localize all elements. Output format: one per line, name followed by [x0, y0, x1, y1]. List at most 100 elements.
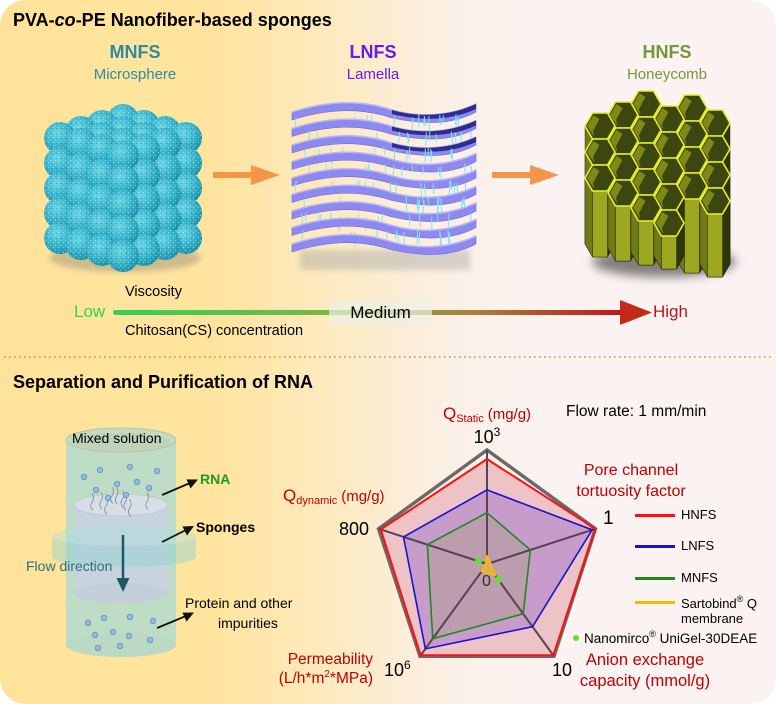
molecule: [133, 478, 141, 486]
nanofiber: [423, 117, 425, 126]
nanofiber: [430, 150, 433, 163]
nanofiber: [428, 131, 431, 139]
scale-medium-box: Medium: [329, 300, 432, 325]
legend-label: Sartobind® Q membrane: [681, 595, 757, 627]
molecule: [109, 628, 117, 636]
honeycomb-inner-wall: [587, 167, 600, 189]
legend-label-part: Q: [743, 596, 758, 611]
molecule: [126, 613, 134, 621]
axis-max-exponent: 3: [493, 425, 501, 439]
radar-chart: [376, 447, 598, 658]
honeycomb-wall: [707, 213, 723, 278]
title-italic-part: co: [54, 10, 76, 30]
nanofiber: [450, 131, 453, 142]
structure-name: Microsphere: [93, 66, 177, 83]
label-rna: RNA: [200, 471, 231, 487]
legend-label: MNFS: [681, 570, 718, 585]
radar-axis-spoke: [419, 563, 488, 657]
axis-label-subscript: dynamic: [296, 495, 338, 507]
axis-label-unit: (mg/g): [341, 488, 385, 505]
rna-strand: [90, 492, 94, 511]
honeycomb-inner-wall: [656, 160, 669, 182]
axis-label-line: capacity (mmol/g): [579, 672, 711, 690]
microsphere-texture: [107, 140, 139, 172]
registered-mark: ®: [736, 594, 744, 604]
nanofiber: [417, 199, 421, 212]
shadow: [300, 250, 470, 270]
nanofiber: [317, 213, 320, 221]
molecule: [94, 644, 102, 652]
molecule: [145, 484, 153, 492]
series-line-hnfs: [379, 457, 597, 657]
molecules: [80, 463, 161, 652]
structure-code: LNFS: [349, 42, 397, 62]
axis-label-tortuosity: Pore channel tortuosity factor: [570, 460, 692, 502]
nanofiber: [448, 232, 451, 244]
rna-strand: [114, 487, 119, 505]
honeycomb-inner-wall: [702, 112, 715, 134]
lamella-sheet-edge: [291, 101, 477, 116]
honeycomb-inner-wall: [656, 108, 669, 130]
axis-max-permeability: 106: [384, 659, 411, 679]
lamella-sheet-edge: [291, 217, 477, 232]
nanofiber: [416, 230, 419, 245]
label-mixed-solution: Mixed solution: [72, 430, 162, 446]
series-area-sartobind: [480, 555, 497, 577]
honeycomb-inner-wall: [656, 212, 669, 234]
lamella-sheet-edge: [291, 134, 477, 149]
nanofiber: [447, 213, 450, 228]
molecule: [113, 480, 121, 488]
axis-label-main: Q: [442, 404, 457, 423]
structure-name: Honeycomb: [626, 66, 708, 83]
structure-name: Lamella: [346, 66, 400, 83]
nanofiber: [383, 147, 386, 156]
microsphere-sponge-illustration: [44, 104, 202, 272]
nanofiber: [462, 196, 465, 205]
lamella-sheet-edge: [291, 184, 477, 199]
nanofiber: [442, 115, 444, 124]
axis-label-main: Q: [283, 486, 297, 505]
legend-marker-dot: [573, 635, 579, 641]
legend-label: LNFS: [681, 538, 715, 553]
honeycomb-inner-wall: [633, 145, 646, 167]
axis-label-line: Anion exchange: [585, 651, 705, 669]
nanofiber: [400, 167, 403, 177]
nanofiber: [439, 114, 441, 126]
data-point-nanomirco: [494, 576, 502, 584]
axis-max-q-static: 103: [462, 426, 512, 446]
series-line-mnfs: [426, 511, 532, 640]
registered-mark: ®: [649, 629, 656, 639]
scale-low-label: Low: [74, 302, 106, 321]
molecule: [149, 617, 157, 625]
nanofiber: [425, 132, 427, 146]
rna-strand: [127, 498, 132, 517]
nanofiber: [435, 133, 438, 143]
nanofiber: [422, 197, 425, 206]
axis-label-q-dynamic: Qdynamic(mg/g): [283, 487, 385, 507]
unit-exponent: 2: [324, 669, 330, 680]
scale-high-label: High: [653, 302, 688, 321]
legend-label: HNFS: [681, 507, 717, 522]
nanofiber: [432, 183, 435, 195]
lamella-sheet-edge: [291, 151, 477, 166]
arrow-down-icon: [116, 578, 130, 592]
lamella-sheet-edge: [291, 233, 477, 248]
nanofiber: [308, 163, 311, 172]
honeycomb-inner-wall: [702, 164, 715, 186]
lamella-sheet-shade: [392, 104, 476, 119]
microsphere-texture: [107, 165, 139, 197]
honeycomb-inner-wall: [633, 171, 646, 193]
honeycomb-wall: [684, 198, 700, 274]
microsphere-texture: [107, 215, 139, 247]
nanofiber: [420, 182, 423, 199]
radar-axis-spoke: [486, 527, 596, 565]
nanofiber: [437, 167, 440, 176]
flow-rate-annotation: Flow rate: 1 mm/min: [566, 403, 707, 420]
pointer-arrow-icon: [186, 479, 198, 489]
rna-strand: [110, 486, 114, 505]
axis-max-anion-exchange: 10: [552, 660, 573, 680]
molecule: [104, 494, 112, 502]
label-sponges: Sponges: [196, 519, 256, 535]
honeycomb-inner-wall: [633, 93, 646, 115]
